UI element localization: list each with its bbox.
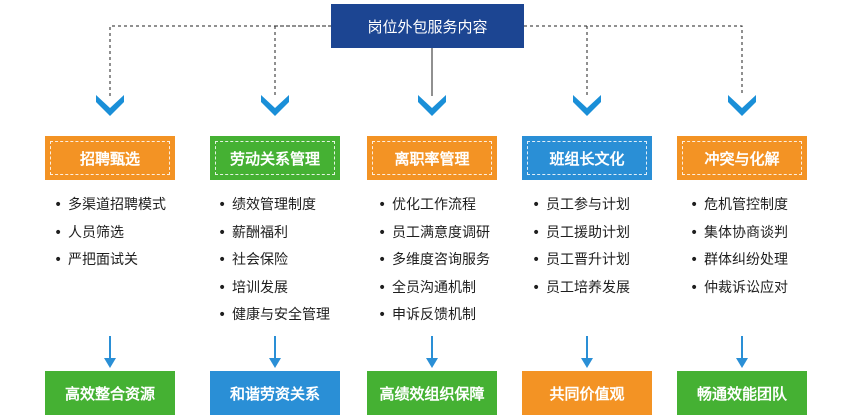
- list-item: 集体协商谈判: [690, 220, 788, 248]
- list-item: 人员筛选: [54, 220, 166, 248]
- list-item: 全员沟通机制: [378, 275, 490, 303]
- item-list-team-leader-culture: 员工参与计划 员工援助计划 员工晋升计划 员工培养发展: [532, 192, 630, 302]
- category-title: 冲突与化解: [704, 149, 780, 168]
- list-item: 多维度咨询服务: [378, 247, 490, 275]
- outcome-title: 和谐劳资关系: [229, 384, 320, 403]
- list-item: 员工参与计划: [532, 192, 630, 220]
- category-title: 离职率管理: [394, 149, 470, 168]
- chevron-down-icon: [96, 95, 124, 116]
- outcome-box-conflict-resolution: 畅通效能团队: [677, 371, 807, 415]
- item-list-turnover: 优化工作流程 员工满意度调研 多维度咨询服务 全员沟通机制 申诉反馈机制: [378, 192, 490, 330]
- category-title: 班组长文化: [549, 149, 625, 168]
- chevron-down-icon: [418, 95, 446, 116]
- outcome-title: 共同价值观: [549, 384, 625, 403]
- item-list-conflict-resolution: 危机管控制度 集体协商谈判 群体纠纷处理 仲裁诉讼应对: [690, 192, 788, 302]
- outcome-box-labor-relations: 和谐劳资关系: [210, 371, 340, 415]
- category-title: 招聘甄选: [79, 149, 140, 168]
- category-box-recruitment: 招聘甄选: [45, 136, 175, 180]
- branch-line: [524, 25, 743, 96]
- category-box-conflict-resolution: 冲突与化解: [677, 136, 807, 180]
- outcome-box-recruitment: 高效整合资源: [45, 371, 175, 415]
- list-item: 群体纠纷处理: [690, 247, 788, 275]
- list-item: 仲裁诉讼应对: [690, 275, 788, 303]
- list-item: 申诉反馈机制: [378, 302, 490, 330]
- list-item: 多渠道招聘模式: [54, 192, 166, 220]
- list-item: 员工培养发展: [532, 275, 630, 303]
- item-list-recruitment: 多渠道招聘模式 人员筛选 严把面试关: [54, 192, 166, 275]
- list-item: 绩效管理制度: [218, 192, 330, 220]
- arrow-down-icon: [581, 358, 593, 368]
- item-list-labor-relations: 绩效管理制度 薪酬福利 社会保险 培训发展 健康与安全管理: [218, 192, 330, 330]
- chevron-down-icon: [728, 95, 756, 116]
- category-title: 劳动关系管理: [229, 149, 320, 168]
- arrow-down-icon: [426, 358, 438, 368]
- root-title: 岗位外包服务内容: [367, 17, 488, 36]
- outcome-title: 高效整合资源: [64, 384, 155, 403]
- outcome-title: 畅通效能团队: [696, 384, 787, 403]
- branch-line: [109, 25, 331, 96]
- list-item: 薪酬福利: [218, 220, 330, 248]
- list-item: 危机管控制度: [690, 192, 788, 220]
- arrow-down-icon: [736, 358, 748, 368]
- chevron-down-icon: [573, 95, 601, 116]
- category-box-team-leader-culture: 班组长文化: [522, 136, 652, 180]
- chevron-down-icon: [261, 95, 289, 116]
- category-box-turnover: 离职率管理: [367, 136, 497, 180]
- list-item: 员工晋升计划: [532, 247, 630, 275]
- list-item: 员工满意度调研: [378, 220, 490, 248]
- list-item: 严把面试关: [54, 247, 166, 275]
- list-item: 优化工作流程: [378, 192, 490, 220]
- list-item: 社会保险: [218, 247, 330, 275]
- outcome-title: 高绩效组织保障: [379, 384, 485, 403]
- outcome-box-team-leader-culture: 共同价值观: [522, 371, 652, 415]
- list-item: 员工援助计划: [532, 220, 630, 248]
- arrow-down-icon: [269, 358, 281, 368]
- root-title-box: 岗位外包服务内容: [331, 4, 524, 48]
- list-item: 培训发展: [218, 275, 330, 303]
- category-box-labor-relations: 劳动关系管理: [210, 136, 340, 180]
- list-item: 健康与安全管理: [218, 302, 330, 330]
- outcome-box-turnover: 高绩效组织保障: [367, 371, 497, 415]
- arrow-down-icon: [104, 358, 116, 368]
